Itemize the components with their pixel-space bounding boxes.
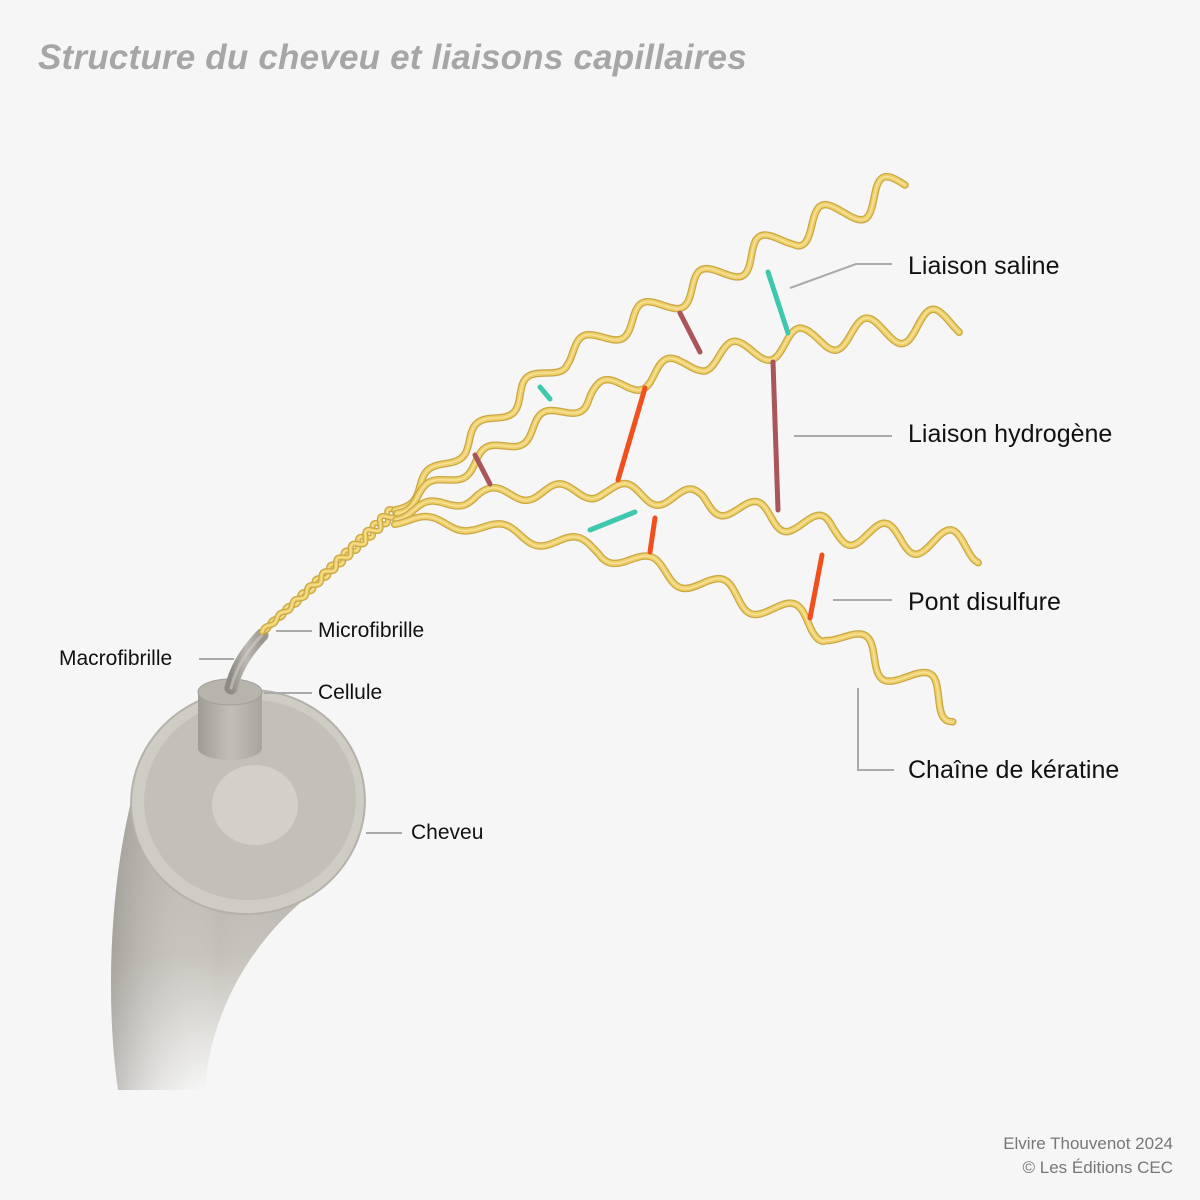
keratin-chain-4 [395,517,953,722]
keratin-chain-4-highlight [395,517,953,722]
leader-chaine-keratine [858,688,894,770]
credit-publisher: © Les Éditions CEC [1023,1158,1173,1178]
saline-bond-7 [590,512,635,530]
hydrogen-bond-2 [680,313,700,352]
label-pont-disulfure: Pont disulfure [908,590,1061,615]
label-liaison-hydrogene: Liaison hydrogène [908,422,1112,447]
disulfide-bond-9 [810,555,822,618]
keratin-chain-3 [396,484,978,563]
hair-medulla [212,765,298,845]
keratin-chain-2-outline [397,309,959,513]
label-macrofibrille: Macrofibrille [59,648,172,669]
leader-liaison-saline [790,264,892,288]
saline-bond-3 [540,387,550,399]
keratin-chain-4-outline [395,517,953,722]
keratin-chain-1-outline [395,177,905,510]
hydrogen-bond-6 [475,455,490,484]
label-liaison-saline: Liaison saline [908,254,1060,279]
disulfide-bond-4 [618,388,645,480]
keratin-chain-1 [395,177,905,510]
keratin-chain-1-highlight [395,177,905,510]
keratin-chain-2 [397,309,959,513]
credit-author: Elvire Thouvenot 2024 [1003,1134,1173,1154]
saline-bond-1 [768,272,788,333]
label-microfibrille: Microfibrille [318,620,424,641]
disulfide-bond-8 [650,518,655,552]
hydrogen-bond-5 [773,362,778,510]
label-cellule: Cellule [318,682,382,703]
label-chaine-keratine: Chaîne de kératine [908,758,1119,783]
keratin-chain-2-highlight [397,309,959,513]
label-cheveu: Cheveu [411,822,483,843]
macrofibril-strand [231,635,262,688]
page-title: Structure du cheveu et liaisons capillai… [38,38,747,78]
